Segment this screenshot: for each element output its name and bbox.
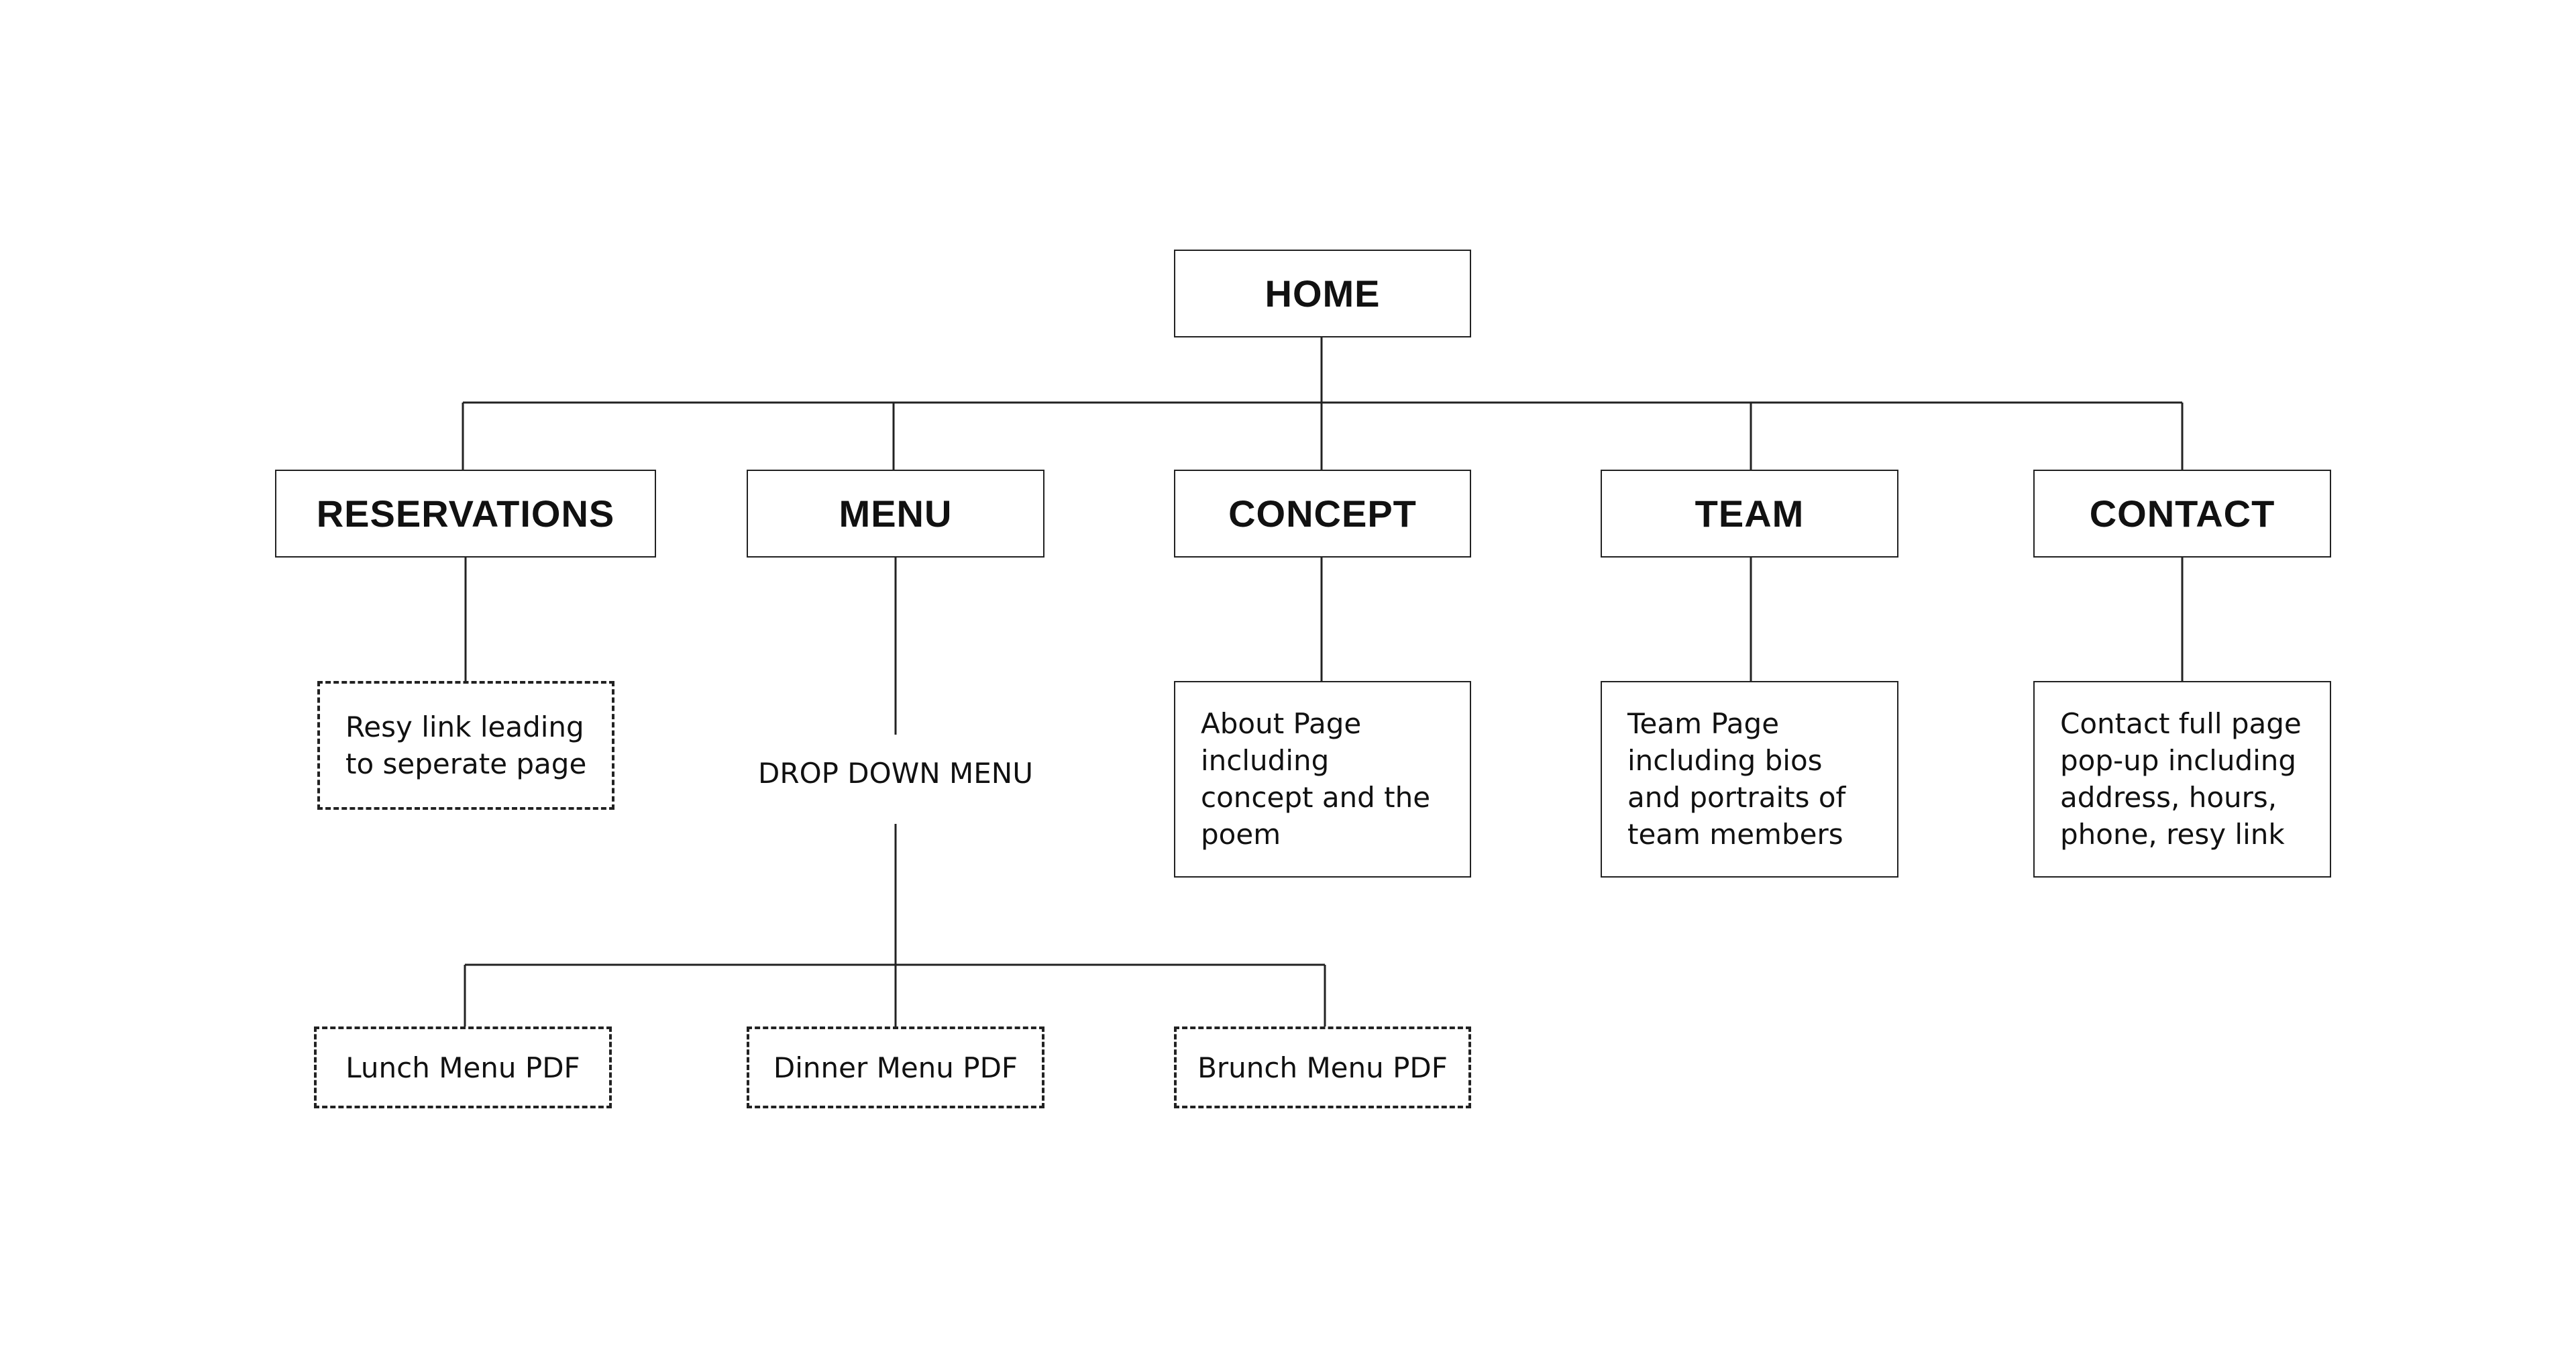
dinner-menu-label: Dinner Menu PDF [773,1051,1018,1084]
team-label: TEAM [1695,492,1805,535]
menu-node: MENU [747,470,1044,558]
team-description: Team Page including bios and portraits o… [1627,707,1846,851]
concept-description: About Page including concept and the poe… [1201,707,1431,851]
contact-node: CONTACT [2033,470,2331,558]
team-node: TEAM [1601,470,1898,558]
concept-node: CONCEPT [1174,470,1471,558]
concept-label: CONCEPT [1228,492,1417,535]
contact-description-node: Contact full page pop-up including addre… [2033,681,2331,878]
lunch-menu-node: Lunch Menu PDF [314,1026,612,1108]
home-node: HOME [1174,250,1471,337]
brunch-menu-label: Brunch Menu PDF [1197,1051,1448,1084]
contact-label: CONTACT [2089,492,2275,535]
brunch-menu-node: Brunch Menu PDF [1174,1026,1471,1108]
reservations-description: Resy link leading to seperate page [345,710,587,780]
concept-description-node: About Page including concept and the poe… [1174,681,1471,878]
reservations-label: RESERVATIONS [316,492,615,535]
reservations-node: RESERVATIONS [275,470,656,558]
home-label: HOME [1265,272,1381,315]
reservations-description-node: Resy link leading to seperate page [317,681,614,810]
team-description-node: Team Page including bios and portraits o… [1601,681,1898,878]
lunch-menu-label: Lunch Menu PDF [345,1051,580,1084]
contact-description: Contact full page pop-up including addre… [2060,707,2302,851]
dinner-menu-node: Dinner Menu PDF [747,1026,1044,1108]
menu-label: MENU [839,492,953,535]
menu-dropdown-label: DROP DOWN MENU [758,757,1033,790]
